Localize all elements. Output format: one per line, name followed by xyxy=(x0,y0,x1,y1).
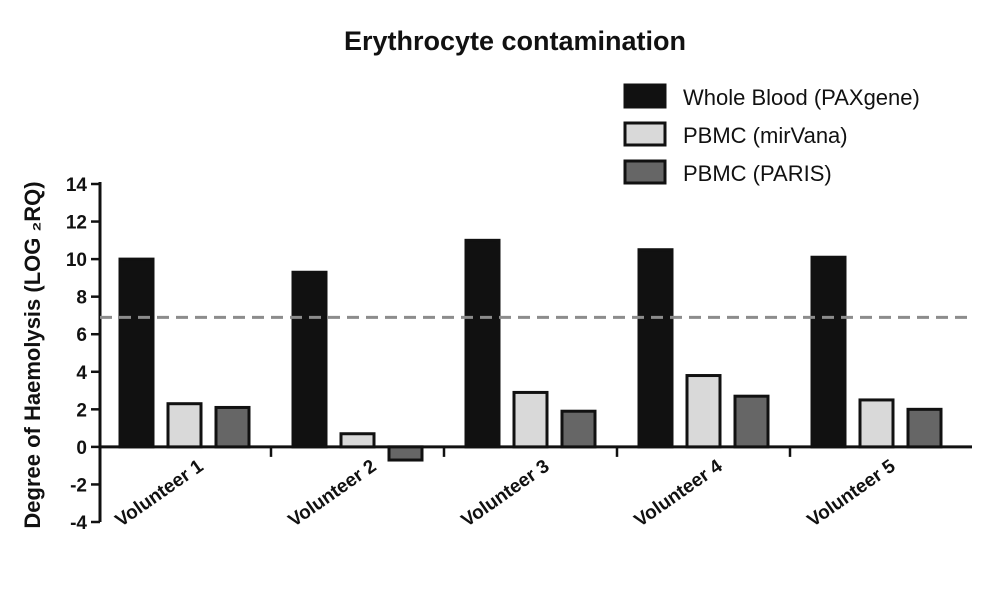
legend-label: PBMC (PARIS) xyxy=(683,161,832,186)
y-tick-label: 8 xyxy=(76,288,87,309)
y-tick-label: 12 xyxy=(66,213,87,234)
bar xyxy=(637,248,674,449)
category-label: Volunteer 4 xyxy=(631,456,727,532)
category-label: Volunteer 2 xyxy=(285,456,381,532)
chart-title: Erythrocyte contamination xyxy=(344,26,686,56)
bar xyxy=(118,257,155,449)
bar xyxy=(560,409,597,449)
y-tick-label: 0 xyxy=(76,438,87,459)
y-tick-label: 10 xyxy=(66,250,87,271)
bar xyxy=(339,432,376,449)
y-tick-label: 14 xyxy=(66,175,88,196)
legend-swatch xyxy=(623,121,667,147)
bars xyxy=(118,238,943,462)
y-axis-label: Degree of Haemolysis (LOG ₂RQ) xyxy=(20,181,45,528)
legend-label: Whole Blood (PAXgene) xyxy=(683,85,920,110)
category-label: Volunteer 1 xyxy=(112,456,208,532)
y-tick-label: -2 xyxy=(70,475,87,496)
bar xyxy=(512,390,549,449)
bar xyxy=(387,445,424,462)
y-tick-label: 6 xyxy=(76,325,87,346)
legend-swatch xyxy=(623,83,667,109)
bar xyxy=(685,374,722,449)
bar xyxy=(166,402,203,449)
bar xyxy=(464,238,501,449)
legend-label: PBMC (mirVana) xyxy=(683,123,848,148)
bar xyxy=(291,270,328,449)
bar xyxy=(858,398,895,449)
y-tick-label: 2 xyxy=(76,400,87,421)
category-label: Volunteer 3 xyxy=(458,456,554,532)
y-tick-label: 4 xyxy=(76,363,87,384)
legend: Whole Blood (PAXgene) PBMC (mirVana) PBMC … xyxy=(623,83,920,186)
bar xyxy=(810,255,847,449)
bar xyxy=(733,394,770,449)
bar xyxy=(214,405,251,449)
legend-swatch xyxy=(623,159,667,185)
y-tick-label: -4 xyxy=(70,513,87,534)
category-label: Volunteer 5 xyxy=(804,456,900,532)
bar xyxy=(906,407,943,449)
